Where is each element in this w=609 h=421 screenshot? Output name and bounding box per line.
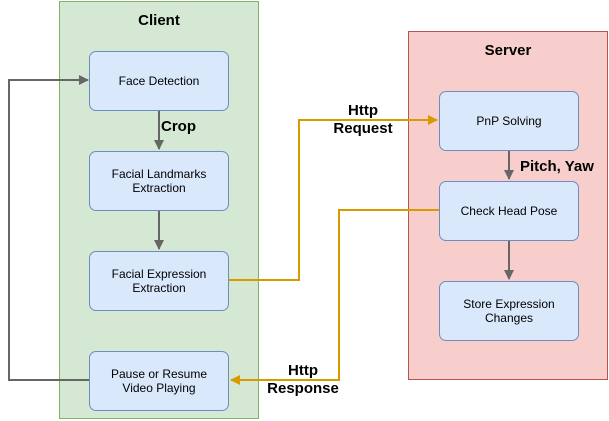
pause-resume-node: Pause or Resume Video Playing [89, 351, 229, 411]
store-expression-node: Store Expression Changes [439, 281, 579, 341]
http-request-label-line1: Http [348, 102, 378, 119]
pnp-solving-label: PnP Solving [476, 114, 542, 128]
check-head-pose-node: Check Head Pose [439, 181, 579, 241]
http-response-label: Http Response [263, 362, 343, 398]
pause-resume-label: Pause or Resume Video Playing [110, 367, 208, 395]
face-detection-label: Face Detection [118, 74, 200, 88]
pnp-solving-node: PnP Solving [439, 91, 579, 151]
check-head-pose-label: Check Head Pose [460, 204, 558, 218]
loop-back-edge [8, 75, 89, 381]
pitch-yaw-edge-label: Pitch, Yaw [520, 158, 594, 175]
client-lane-title: Client [138, 12, 180, 29]
store-expression-label: Store Expression Changes [463, 297, 555, 325]
http-request-edge [229, 115, 438, 281]
facial-landmarks-node: Facial Landmarks Extraction [89, 151, 229, 211]
http-response-edge [230, 209, 439, 385]
http-request-label: Http Request [330, 102, 396, 138]
facial-landmarks-label: Facial Landmarks Extraction [111, 167, 207, 195]
http-response-label-line1: Http [288, 362, 318, 379]
face-detection-node: Face Detection [89, 51, 229, 111]
server-lane-title: Server [484, 42, 532, 59]
facial-expression-label: Facial Expression Extraction [111, 267, 207, 295]
facial-expression-node: Facial Expression Extraction [89, 251, 229, 311]
http-request-label-line2: Request [333, 120, 393, 137]
crop-edge-label: Crop [161, 118, 196, 135]
http-response-label-line2: Response [267, 380, 339, 397]
